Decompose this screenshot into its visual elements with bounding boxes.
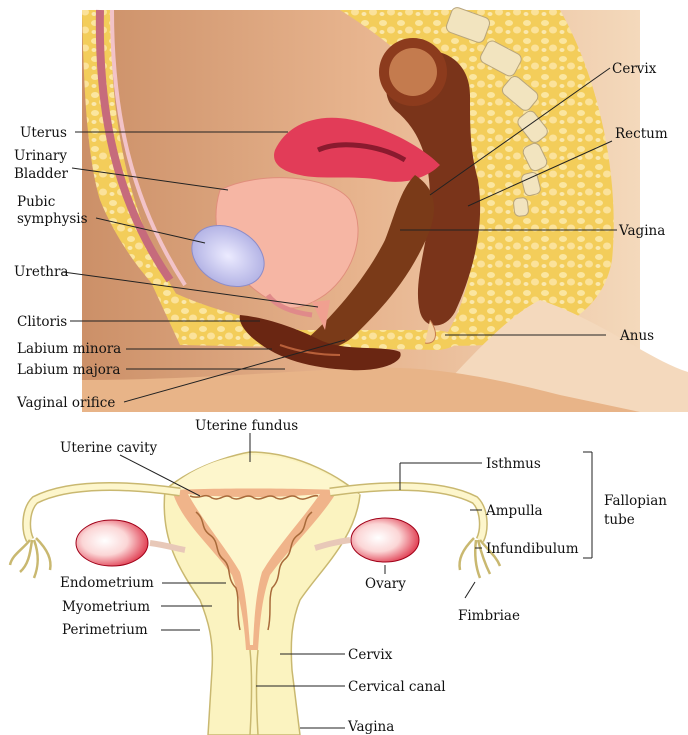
ovary-right [351, 518, 419, 562]
frontal-section: Uterine fundus Uterine cavity Isthmus Am… [10, 418, 667, 735]
label-ampulla: Ampulla [485, 503, 543, 519]
label-ovary: Ovary [365, 576, 406, 592]
label-urinary-bladder-line2: Bladder [14, 166, 69, 182]
label-infundibulum: Infundibulum [486, 541, 579, 557]
label-perimetrium: Perimetrium [62, 622, 148, 638]
label-clitoris: Clitoris [17, 314, 67, 330]
label-labium-majora: Labium majora [17, 362, 120, 378]
label-fallopian-tube-line2: tube [604, 512, 635, 528]
label-fimbriae: Fimbriae [458, 608, 520, 624]
label-vaginal-orifice: Vaginal orifice [16, 395, 115, 411]
label-urinary-bladder-line1: Urinary [14, 148, 67, 164]
ovary-left [76, 520, 148, 566]
label-isthmus: Isthmus [486, 456, 541, 472]
label-pubic-symphysis-line1: Pubic [17, 194, 55, 210]
label-cervix-sagittal: Cervix [612, 61, 657, 77]
fimbriae-left [10, 538, 50, 578]
label-fallopian-tube-line1: Fallopian [604, 493, 667, 509]
label-vagina-frontal: Vagina [347, 719, 394, 735]
sagittal-section: Uterus Urinary Bladder Pubic symphysis U… [14, 6, 688, 412]
label-uterine-fundus: Uterine fundus [195, 418, 298, 434]
label-anus: Anus [619, 328, 654, 344]
label-uterus: Uterus [20, 125, 67, 141]
label-endometrium: Endometrium [60, 575, 154, 591]
label-pubic-symphysis-line2: symphysis [17, 211, 88, 227]
label-uterine-cavity: Uterine cavity [60, 440, 158, 456]
label-cervical-canal: Cervical canal [348, 679, 446, 695]
label-cervix-frontal: Cervix [348, 647, 393, 663]
label-myometrium: Myometrium [62, 599, 150, 615]
label-labium-minora: Labium minora [17, 341, 121, 357]
label-rectum: Rectum [615, 126, 668, 142]
label-vagina-sagittal: Vagina [618, 223, 665, 239]
label-urethra: Urethra [14, 264, 68, 280]
